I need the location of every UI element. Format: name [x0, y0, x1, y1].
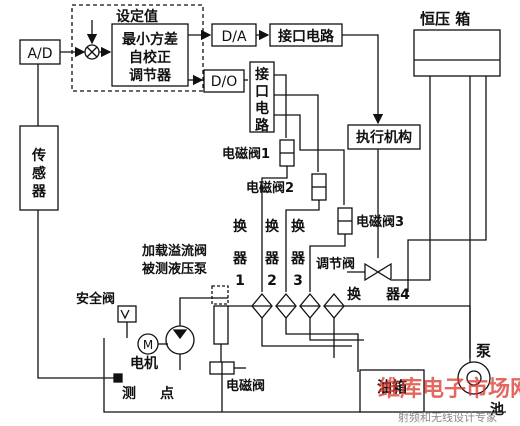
- exchanger-3-char-1: 换: [291, 218, 306, 235]
- exchanger-2-number: 2: [267, 273, 277, 289]
- controller-label-3: 调节器: [129, 67, 172, 84]
- interface-vertical-char-3: 电: [255, 100, 269, 117]
- pool-label: 池: [490, 401, 504, 418]
- test-point-char-1: 测: [122, 385, 136, 402]
- pump-symbol: [457, 361, 491, 395]
- exchanger-1-char-1: 换: [233, 218, 248, 235]
- pump-under-test-label: 被测液压泵: [141, 261, 207, 277]
- bottom-solenoid-valve-label: 电磁阀: [226, 378, 265, 394]
- controller-block: [111, 23, 189, 87]
- pump-label: 泵: [476, 342, 491, 360]
- watermark-sub: 射频和无线设计专家: [398, 410, 497, 424]
- actuator-block: [347, 124, 421, 150]
- safety-valve-label: 安全阀: [76, 291, 115, 307]
- interface-vertical-block: [249, 61, 275, 133]
- sensor-char-1: 传: [31, 147, 46, 164]
- exchanger-3-number: 3: [293, 273, 303, 289]
- do-label: D/O: [211, 74, 238, 90]
- overflow-valve-symbol: [211, 285, 229, 305]
- interface-vertical-char-4: 路: [255, 117, 270, 134]
- oil-tank: [359, 369, 425, 413]
- watermark-main: 维库电子市场网: [378, 376, 520, 402]
- exchanger-3-char-2: 器: [290, 251, 306, 267]
- solenoid-valve-3-label: 电磁阀3: [356, 214, 404, 230]
- interface-vertical-char-2: 口: [255, 84, 269, 100]
- exchanger-1-char-2: 器: [232, 251, 248, 267]
- ad-label: A/D: [27, 46, 52, 62]
- oil-tank-label: 油箱: [377, 378, 407, 396]
- interface-top-label: 接口电路: [278, 28, 335, 45]
- solenoid-valve-1-label: 电磁阀1: [222, 146, 270, 162]
- sensor-block: [19, 125, 59, 211]
- motor-symbol-label: M: [143, 338, 153, 352]
- constant-pressure-tank: [413, 29, 501, 77]
- interface-vertical-char-1: 接: [255, 66, 269, 83]
- controller-label-2: 自校正: [129, 49, 171, 66]
- da-label: D/A: [221, 29, 246, 45]
- exchanger-2-char-1: 换: [265, 218, 280, 235]
- do-block: [203, 69, 245, 93]
- controller-dashed-boundary: [71, 4, 204, 92]
- controller-label-1: 最小方差: [122, 31, 178, 48]
- heat-exchanger-row: [251, 292, 345, 320]
- actuator-label: 执行机构: [356, 129, 412, 146]
- overflow-valve-label: 加载溢流阀: [141, 243, 207, 259]
- exchanger-4-char-1: 换: [347, 286, 362, 303]
- setpoint-label: 设定值: [116, 8, 158, 25]
- solenoid-valve-2-label: 电磁阀2: [246, 180, 294, 196]
- sensor-char-3: 器: [31, 184, 47, 200]
- exchanger-4-label: 器4: [385, 287, 410, 303]
- sensor-char-2: 感: [32, 165, 46, 182]
- exchanger-1-number: 1: [235, 273, 245, 289]
- test-point-char-2: 点: [160, 385, 174, 402]
- loading-valve-body: [213, 305, 229, 345]
- tank-label: 恒压 箱: [420, 10, 470, 28]
- motor-label: 电机: [130, 355, 158, 372]
- regulating-valve-label: 调节阀: [316, 256, 355, 272]
- exchanger-2-char-2: 器: [264, 251, 280, 267]
